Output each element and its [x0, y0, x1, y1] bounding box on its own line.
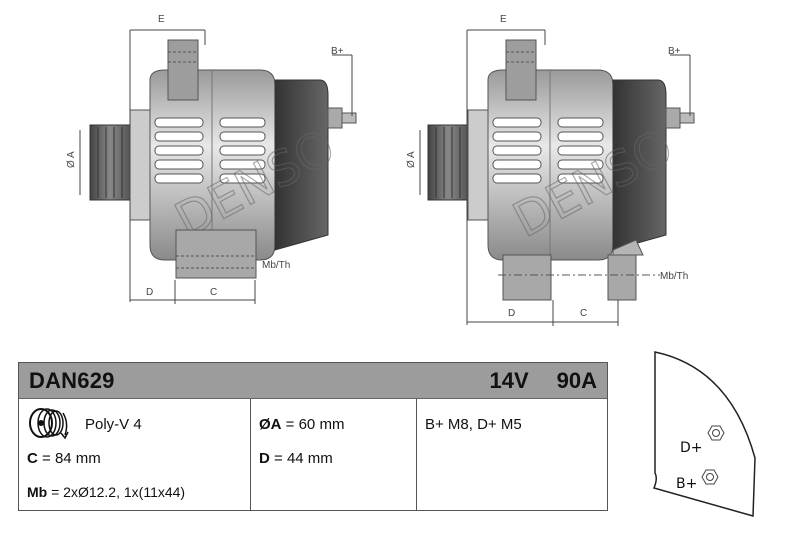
- oa-value: = 60 mm: [281, 415, 345, 433]
- dim-bplus-left: B+: [331, 46, 344, 57]
- d-key: D: [259, 449, 270, 467]
- dim-bplus-right: B+: [668, 46, 681, 57]
- dim-d-right: D: [508, 308, 515, 319]
- mb-value: = 2xØ12.2, 1x(11x44): [47, 484, 186, 500]
- pulley-icon: [29, 408, 69, 440]
- dim-oa-right: Ø A: [406, 151, 417, 168]
- c-value: = 84 mm: [37, 449, 101, 467]
- connector-shape: [652, 351, 756, 517]
- dim-d-left: D: [146, 287, 153, 298]
- dim-e-left: E: [158, 14, 165, 25]
- oa-key: ØA: [259, 415, 282, 433]
- terminals: B+ M8, D+ M5: [425, 415, 522, 433]
- d-plus-terminal-icon: [707, 425, 725, 441]
- dim-mbth-left: Mb/Th: [262, 260, 290, 271]
- d-row: D = 44 mm: [259, 441, 408, 475]
- terminals-row: B+ M8, D+ M5: [425, 407, 599, 441]
- dim-mbth-right: Mb/Th: [660, 271, 688, 282]
- dim-c-right: C: [580, 308, 587, 319]
- spec-header: DAN629 14V 90A: [19, 363, 607, 399]
- mb-row: Mb = 2xØ12.2, 1x(11x44): [27, 475, 242, 509]
- alternator-drawings: DENSO E B+ Ø A D C Mb/Th: [66, 14, 695, 326]
- mb-key: Mb: [27, 484, 48, 500]
- connector-diagram: D+ B+: [650, 348, 770, 528]
- oa-row: ØA = 60 mm: [259, 407, 408, 441]
- d-value: = 44 mm: [269, 449, 333, 467]
- spec-col-terminals: B+ M8, D+ M5: [417, 399, 607, 510]
- c-key: C: [27, 449, 38, 467]
- dim-e-right: E: [500, 14, 507, 25]
- dim-c-left: C: [210, 287, 217, 298]
- dim-oa-left: Ø A: [66, 151, 77, 168]
- alternator-view-right: [427, 39, 695, 301]
- alternator-diagram: DENSO E B+ Ø A D C Mb/Th: [66, 14, 695, 326]
- d-plus-label: D+: [680, 440, 703, 456]
- spec-col-dimensions: ØA = 60 mm D = 44 mm: [251, 399, 417, 510]
- pulley-row: Poly-V 4: [27, 407, 242, 441]
- spec-table: DAN629 14V 90A Poly-V 4 C = 84 mm: [18, 362, 608, 511]
- model-number: DAN629: [29, 367, 115, 393]
- alternator-view-left: [89, 39, 357, 279]
- b-plus-terminal-icon: [701, 469, 719, 485]
- amperage: 90A: [556, 367, 597, 393]
- spec-col-pulley: Poly-V 4 C = 84 mm Mb = 2xØ12.2, 1x(11x4…: [19, 399, 251, 510]
- c-row: C = 84 mm: [27, 441, 242, 475]
- voltage: 14V: [489, 367, 529, 393]
- b-plus-label: B+: [676, 476, 698, 492]
- pulley-type: Poly-V 4: [85, 415, 142, 433]
- spec-body: Poly-V 4 C = 84 mm Mb = 2xØ12.2, 1x(11x4…: [19, 399, 607, 510]
